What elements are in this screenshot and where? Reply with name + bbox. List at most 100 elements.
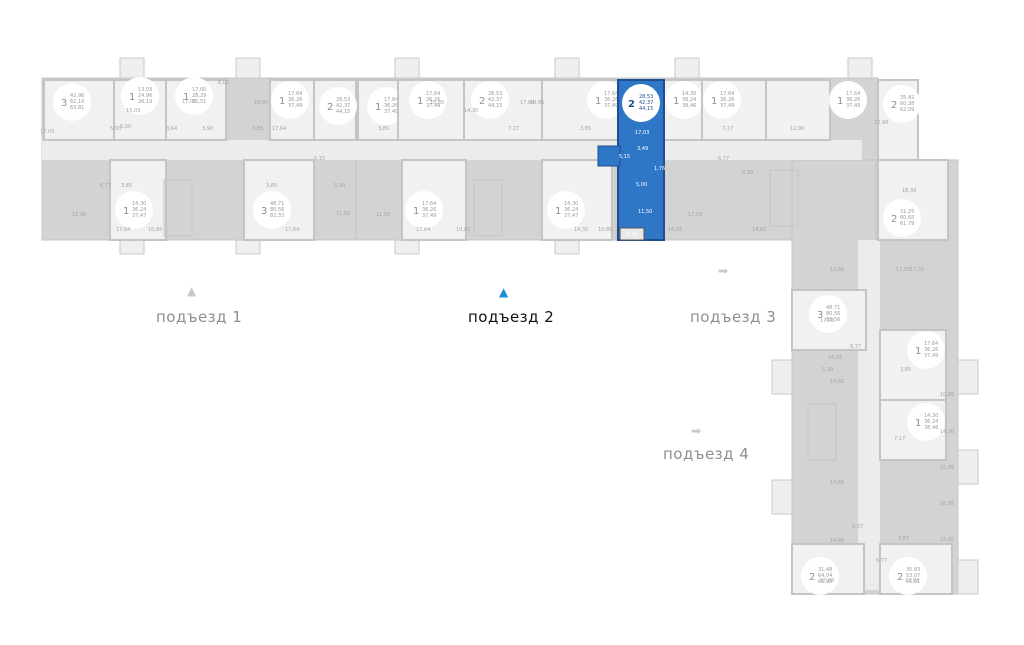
bay (674, 57, 700, 79)
area-value: 36,24 (924, 419, 938, 425)
room-count: 1 (673, 96, 679, 107)
room-area: 15,03 (126, 108, 140, 114)
bay (554, 57, 580, 79)
area-value: 48,71 (270, 201, 284, 207)
room-area: 12,90 (874, 120, 888, 126)
area-value: 13,03 (138, 87, 152, 93)
room-area: 10,85 (254, 100, 268, 106)
up-arrow-icon: ▲ (499, 285, 509, 299)
bay (235, 239, 261, 255)
entrance-2-label[interactable]: подъезд 2 (468, 308, 555, 326)
area-value: 17,64 (384, 97, 398, 103)
apartment-badge (115, 191, 153, 229)
area-value: 56,01 (906, 579, 920, 585)
entrance-4-label[interactable]: подъезд 4 (663, 445, 750, 463)
area-value: 17,64 (846, 91, 860, 97)
room-area: 14,65 (668, 227, 682, 233)
bay (847, 57, 873, 79)
apartment-badge (801, 557, 839, 595)
room-area: 17,64 (285, 227, 299, 233)
area-value: 30,51 (192, 99, 206, 105)
room-area: 15,60 (940, 537, 954, 543)
room-area: 14,65 (752, 227, 766, 233)
area-value-selected: 44,15 (639, 106, 653, 112)
area-value: 48,71 (826, 305, 840, 311)
area-value: 31,48 (818, 567, 832, 573)
entrance-3-label[interactable]: подъезд 3 (690, 308, 777, 326)
room-area: 17,03 (905, 578, 919, 584)
room-count: 1 (183, 92, 189, 103)
room-area: 7,17 (722, 126, 733, 132)
room-area: 7,27 (508, 126, 519, 132)
room-area-selected: 5,15 (619, 154, 630, 160)
area-value: 36,26 (384, 103, 398, 109)
room-count: 1 (915, 346, 921, 357)
bay (957, 359, 979, 395)
area-value: 37,49 (426, 103, 440, 109)
area-value: 37,49 (384, 109, 398, 115)
area-value: 64,04 (818, 573, 832, 579)
room-area-selected: 17,03 (635, 130, 649, 136)
bay (771, 359, 793, 395)
apartment-badge-selected (622, 84, 660, 122)
area-value: 37,47 (132, 213, 146, 219)
room-count: 1 (129, 92, 135, 103)
area-value: 14,30 (682, 91, 696, 97)
room-area: 14,30 (940, 429, 954, 435)
area-value: 17,64 (426, 91, 440, 97)
room-count: 2 (809, 572, 815, 583)
area-value: 38,46 (682, 103, 696, 109)
area-value: 37,49 (846, 103, 860, 109)
room-area: 17,03 (820, 318, 834, 324)
apartment-badge (409, 81, 447, 119)
apartment-badge (665, 81, 703, 119)
apartment-badge (889, 557, 927, 595)
room-area: 5,00 (120, 124, 131, 130)
area-value: 82,33 (270, 213, 284, 219)
room-area: 7,87 (898, 536, 909, 542)
area-value: 44,15 (488, 103, 502, 109)
area-value: 61,79 (900, 221, 914, 227)
room-area: 10,85 (530, 100, 544, 106)
area-value: 38,46 (924, 425, 938, 431)
corridor-horizontal (42, 140, 862, 160)
selected-apartment[interactable]: 228,5342,3744,1517,035,0011,505,153,491,… (597, 79, 665, 241)
area-value: 36,24 (564, 207, 578, 213)
entrance-1-label[interactable]: подъезд 1 (156, 308, 243, 326)
area-value: 30,83 (906, 567, 920, 573)
room-area: 14,65 (828, 355, 842, 361)
room-area: 5,00 (110, 126, 121, 132)
room-area: 7,17 (894, 436, 905, 442)
apartment-badge (319, 87, 357, 125)
room-area: 6,00 (218, 80, 229, 86)
room-count: 1 (279, 96, 285, 107)
area-value: 28,53 (336, 97, 350, 103)
area-value: 37,49 (604, 103, 618, 109)
area-value: 36,26 (604, 97, 618, 103)
area-value: 17,64 (924, 341, 938, 347)
